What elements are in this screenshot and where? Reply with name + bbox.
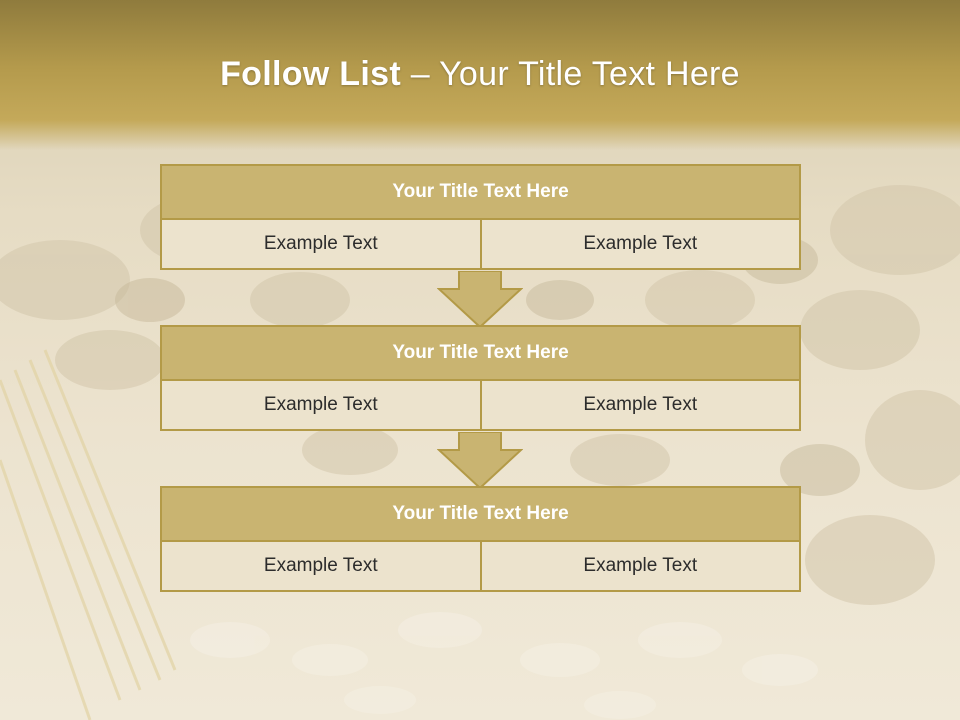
header-band [0, 0, 960, 150]
step-cell-left: Example Text [160, 542, 482, 592]
step-title: Your Title Text Here [160, 325, 801, 381]
step-row: Example Text Example Text [160, 381, 801, 431]
title-dash: – [410, 55, 430, 93]
down-arrow-icon [437, 432, 523, 490]
step-cell-left: Example Text [160, 220, 482, 270]
step-row: Example Text Example Text [160, 220, 801, 270]
step-cell-left: Example Text [160, 381, 482, 431]
step-title: Your Title Text Here [160, 486, 801, 542]
title-bold: Follow List [220, 55, 401, 93]
step-block-3: Your Title Text Here Example Text Exampl… [160, 486, 801, 592]
step-cell-right: Example Text [481, 381, 801, 431]
step-cell-right: Example Text [481, 542, 801, 592]
down-arrow-icon [437, 271, 523, 329]
title-rest: Your Title Text Here [439, 55, 740, 93]
step-row: Example Text Example Text [160, 542, 801, 592]
step-cell-right: Example Text [481, 220, 801, 270]
step-title: Your Title Text Here [160, 164, 801, 220]
step-block-2: Your Title Text Here Example Text Exampl… [160, 325, 801, 431]
step-block-1: Your Title Text Here Example Text Exampl… [160, 164, 801, 270]
page-title: Follow List – Your Title Text Here [0, 55, 960, 94]
